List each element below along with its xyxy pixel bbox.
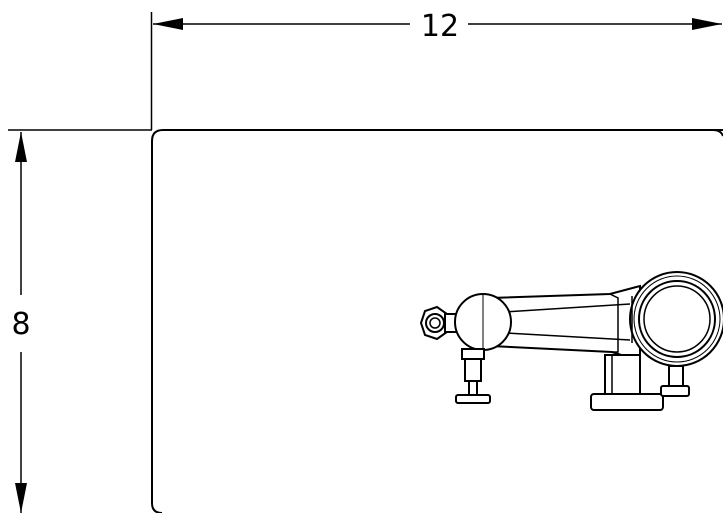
- left-hub: [454, 293, 512, 351]
- adjustment-knob: [419, 305, 458, 341]
- width-dimension: 12: [150, 9, 722, 130]
- main-ring: [629, 271, 723, 367]
- base-plate-outline: [151, 129, 723, 513]
- width-dimension-label: 12: [421, 9, 459, 44]
- height-dimension: 8: [8, 129, 152, 513]
- clamp-assembly: [419, 271, 723, 411]
- clamp-arm: [489, 284, 641, 363]
- center-post: [590, 354, 664, 411]
- height-dimension-label: 8: [11, 307, 30, 342]
- right-foot-screw: [660, 365, 690, 397]
- left-foot-screw: [455, 348, 491, 404]
